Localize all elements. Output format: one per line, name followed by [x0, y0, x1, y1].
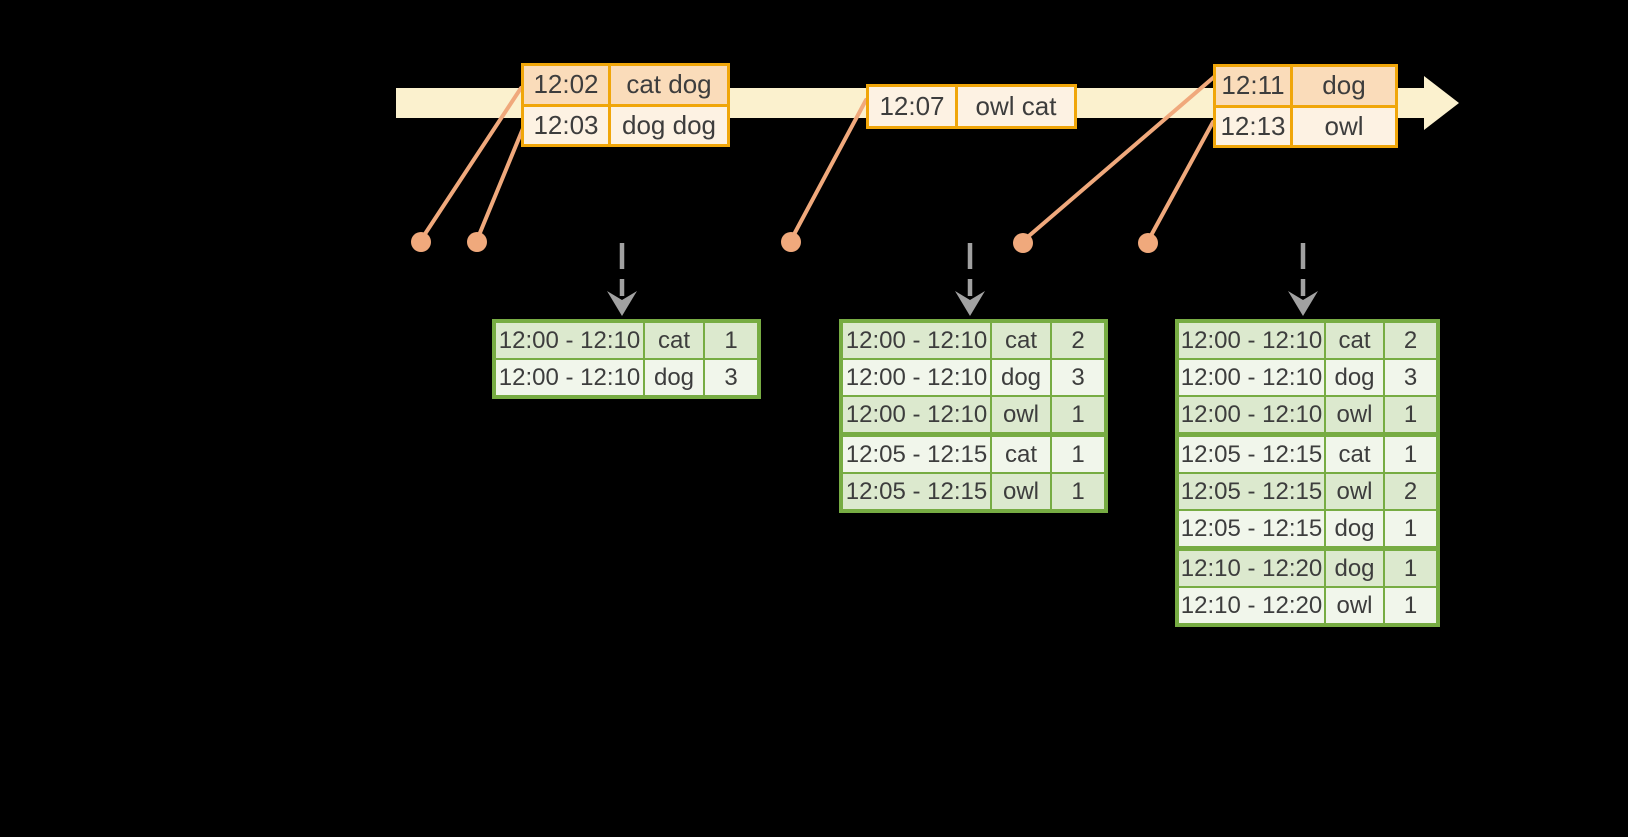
event-time-cell: 12:11: [1216, 67, 1290, 105]
result-table-2: 12:00 - 12:10 cat 2 12:00 - 12:10 dog 3 …: [839, 319, 1108, 513]
word-cell: cat: [1326, 437, 1383, 472]
table-row: 12:10 - 12:20 owl 1: [1179, 588, 1436, 623]
word-cell: owl: [992, 397, 1050, 432]
table-row: 12:00 - 12:10 dog 3: [843, 360, 1104, 395]
count-cell: 1: [1385, 437, 1436, 472]
table-row: 12:00 - 12:10 owl 1: [1179, 397, 1436, 432]
word-cell: dog: [1326, 360, 1383, 395]
trigger-arrowhead-icon: [607, 291, 637, 316]
event-dot: [781, 232, 801, 252]
event-words-cell: owl cat: [958, 87, 1074, 126]
word-cell: cat: [992, 323, 1050, 358]
word-cell: cat: [1326, 323, 1383, 358]
trigger-arrowhead-icon: [1288, 291, 1318, 316]
count-cell: 2: [1385, 474, 1436, 509]
count-cell: 1: [1385, 511, 1436, 546]
table-row: 12:00 - 12:10 dog 3: [496, 360, 757, 395]
table-row: 12:05 - 12:15 owl 1: [843, 474, 1104, 509]
count-cell: 1: [1052, 397, 1104, 432]
event-dot: [411, 232, 431, 252]
count-cell: 3: [1385, 360, 1436, 395]
event-dot: [1013, 233, 1033, 253]
table-row: 12:00 - 12:10 cat 1: [496, 323, 757, 358]
window-cell: 12:10 - 12:20: [1179, 551, 1324, 586]
event-table-3: 12:11 dog 12:13 owl: [1213, 64, 1398, 148]
window-cell: 12:00 - 12:10: [843, 323, 990, 358]
table-row: 12:05 - 12:15 cat 1: [1179, 437, 1436, 472]
word-cell: cat: [992, 437, 1050, 472]
count-cell: 1: [1052, 437, 1104, 472]
count-cell: 2: [1052, 323, 1104, 358]
event-connector-line: [419, 86, 523, 242]
event-table-1: 12:02 cat dog 12:03 dog dog: [521, 63, 730, 147]
word-cell: dog: [1326, 511, 1383, 546]
window-cell: 12:00 - 12:10: [843, 360, 990, 395]
event-words-cell: dog dog: [611, 106, 727, 144]
word-cell: cat: [645, 323, 703, 358]
window-cell: 12:00 - 12:10: [496, 323, 643, 358]
count-cell: 3: [1052, 360, 1104, 395]
table-row: 12:05 - 12:15 cat 1: [843, 437, 1104, 472]
event-time-cell: 12:13: [1216, 107, 1290, 145]
table-row: 12:00 - 12:10 dog 3: [1179, 360, 1436, 395]
table-row: 12:10 - 12:20 dog 1: [1179, 551, 1436, 586]
timeline-arrowhead-icon: [1424, 76, 1459, 130]
window-cell: 12:05 - 12:15: [1179, 511, 1324, 546]
table-row: 12:05 - 12:15 owl 2: [1179, 474, 1436, 509]
table-row: 12:00 - 12:10 cat 2: [843, 323, 1104, 358]
window-cell: 12:05 - 12:15: [843, 437, 990, 472]
window-cell: 12:05 - 12:15: [1179, 474, 1324, 509]
event-time-cell: 12:03: [524, 106, 608, 144]
window-cell: 12:05 - 12:15: [1179, 437, 1324, 472]
event-connector-line: [475, 124, 526, 242]
result-table-3: 12:00 - 12:10 cat 2 12:00 - 12:10 dog 3 …: [1175, 319, 1440, 627]
count-cell: 1: [1385, 397, 1436, 432]
event-words-cell: dog: [1293, 67, 1395, 105]
count-cell: 1: [1385, 588, 1436, 623]
word-cell: owl: [1326, 588, 1383, 623]
window-cell: 12:00 - 12:10: [1179, 323, 1324, 358]
result-table-1: 12:00 - 12:10 cat 1 12:00 - 12:10 dog 3: [492, 319, 761, 399]
event-connector-line: [789, 98, 868, 242]
table-row: 12:00 - 12:10 owl 1: [843, 397, 1104, 432]
window-cell: 12:05 - 12:15: [843, 474, 990, 509]
event-connector-line: [1021, 75, 1216, 243]
word-cell: owl: [1326, 397, 1383, 432]
count-cell: 1: [1385, 551, 1436, 586]
event-dot: [467, 232, 487, 252]
event-words-cell: owl: [1293, 107, 1395, 145]
event-time-cell: 12:07: [869, 87, 955, 126]
event-dot: [1138, 233, 1158, 253]
count-cell: 1: [1052, 474, 1104, 509]
event-connector-line: [1146, 120, 1215, 243]
window-cell: 12:00 - 12:10: [1179, 397, 1324, 432]
word-cell: owl: [992, 474, 1050, 509]
window-cell: 12:00 - 12:10: [843, 397, 990, 432]
trigger-arrowhead-icon: [955, 291, 985, 316]
word-cell: dog: [992, 360, 1050, 395]
word-cell: owl: [1326, 474, 1383, 509]
window-cell: 12:00 - 12:10: [496, 360, 643, 395]
count-cell: 3: [705, 360, 757, 395]
event-words-cell: cat dog: [611, 66, 727, 104]
event-time-cell: 12:02: [524, 66, 608, 104]
event-table-2: 12:07 owl cat: [866, 84, 1077, 129]
count-cell: 2: [1385, 323, 1436, 358]
window-cell: 12:00 - 12:10: [1179, 360, 1324, 395]
table-row: 12:05 - 12:15 dog 1: [1179, 511, 1436, 546]
word-cell: dog: [645, 360, 703, 395]
table-row: 12:00 - 12:10 cat 2: [1179, 323, 1436, 358]
word-cell: dog: [1326, 551, 1383, 586]
count-cell: 1: [705, 323, 757, 358]
window-cell: 12:10 - 12:20: [1179, 588, 1324, 623]
